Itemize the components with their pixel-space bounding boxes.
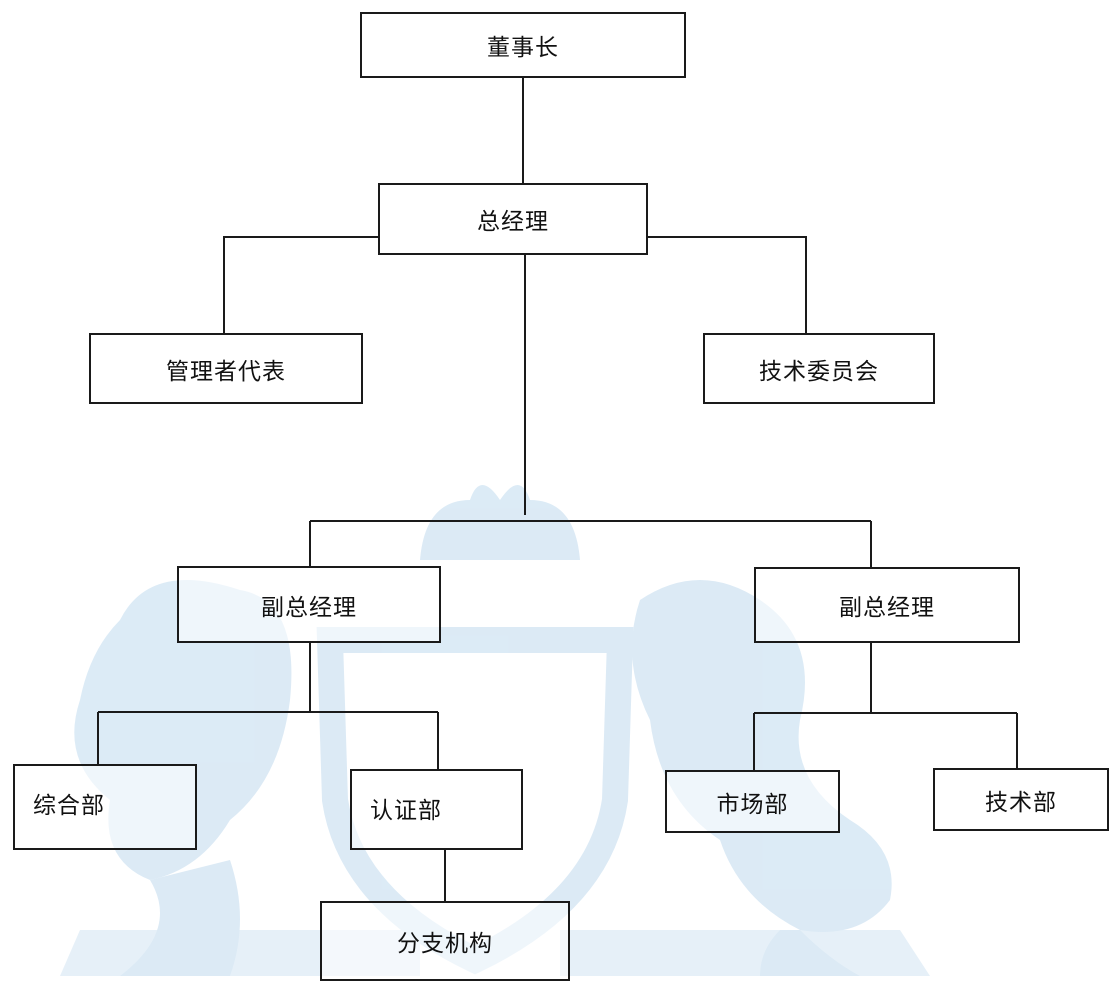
node-technical-dept: 技术部 — [933, 768, 1109, 831]
node-technical-committee: 技术委员会 — [703, 333, 935, 404]
node-chairman-label: 董事长 — [487, 35, 559, 61]
node-management-representative-label: 管理者代表 — [166, 358, 286, 385]
node-general-manager: 总经理 — [378, 183, 648, 255]
connector-gm-tcomm — [648, 236, 807, 333]
node-chairman: 董事长 — [360, 12, 686, 78]
node-technical-dept-label: 技术部 — [985, 789, 1057, 816]
node-branch-label: 分支机构 — [397, 931, 493, 957]
node-deputy-gm-2-label: 副总经理 — [839, 595, 935, 621]
node-marketing-dept: 市场部 — [665, 770, 840, 833]
node-deputy-gm-2: 副总经理 — [754, 567, 1020, 643]
node-certification-dept: 认证部 — [350, 769, 523, 850]
node-certification-dept-label: 认证部 — [370, 798, 442, 824]
node-general-manager-label: 总经理 — [477, 209, 549, 235]
node-deputy-gm-1: 副总经理 — [177, 566, 441, 643]
connector-gm-mrep — [223, 236, 378, 333]
node-deputy-gm-1-label: 副总经理 — [261, 594, 357, 621]
node-branch: 分支机构 — [320, 901, 570, 981]
node-management-representative: 管理者代表 — [89, 333, 363, 404]
node-general-dept: 综合部 — [13, 764, 197, 850]
node-marketing-dept-label: 市场部 — [716, 791, 789, 818]
node-technical-committee-label: 技术委员会 — [759, 358, 879, 385]
node-general-dept-label: 综合部 — [33, 793, 105, 819]
